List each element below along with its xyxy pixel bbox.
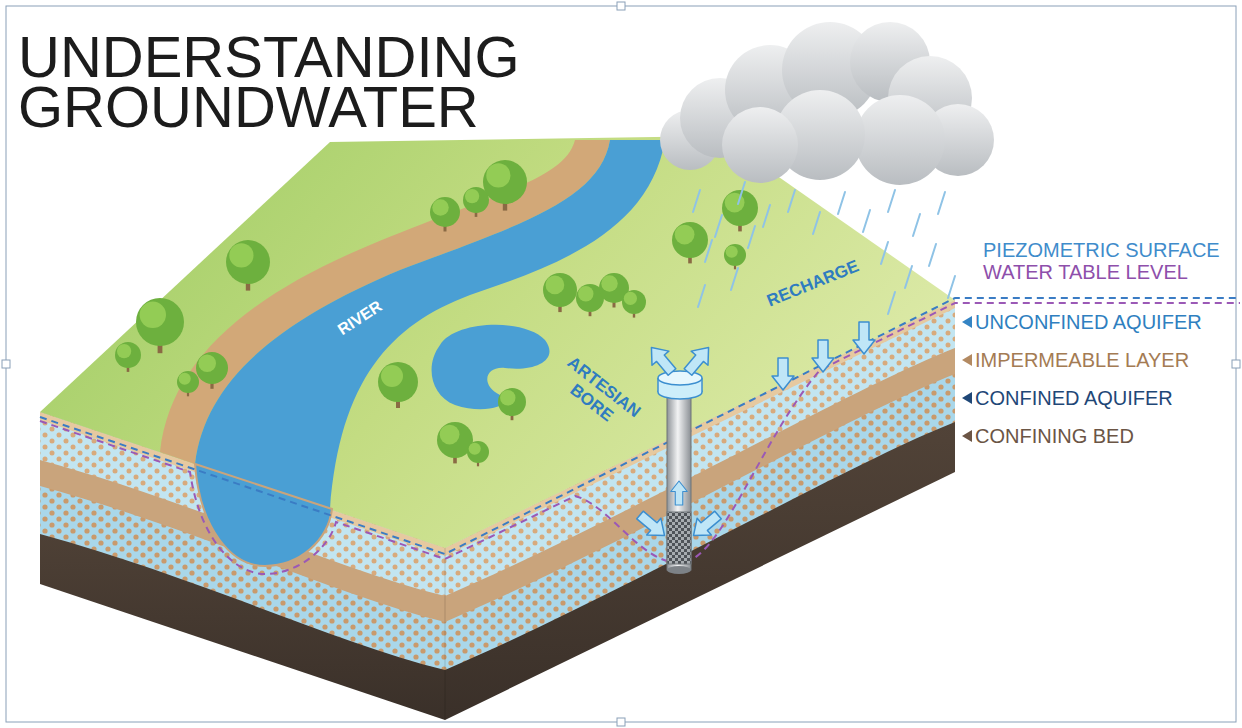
piezometric-line: [40, 298, 1240, 554]
frame: [6, 6, 1236, 722]
surface-label: PIEZOMETRIC SURFACE: [983, 239, 1220, 262]
layer-label: CONFINING BED: [975, 425, 1134, 448]
land-surface: [40, 136, 955, 548]
water-table-label: WATER TABLE LEVEL: [983, 261, 1188, 284]
trees: [115, 160, 758, 466]
layer-label: CONFINED AQUIFER: [975, 387, 1173, 410]
rain: [693, 182, 955, 314]
recharge-arrows: [772, 322, 875, 390]
rain-cloud: [660, 22, 994, 185]
oxbow-lake: [432, 325, 550, 409]
layer-label: UNCONFINED AQUIFER: [975, 311, 1202, 334]
layer-label: IMPERMEABLE LAYER: [975, 349, 1189, 372]
water-table-line: [40, 303, 1240, 574]
artesian-bore: [658, 371, 702, 574]
flow-arrows: [633, 340, 725, 544]
block-edge: [445, 548, 446, 720]
river: [195, 140, 665, 509]
river-channel: [195, 464, 332, 566]
diagram-title: UNDERSTANDING GROUNDWATER: [18, 32, 618, 132]
pointer-triangles: [962, 316, 972, 442]
